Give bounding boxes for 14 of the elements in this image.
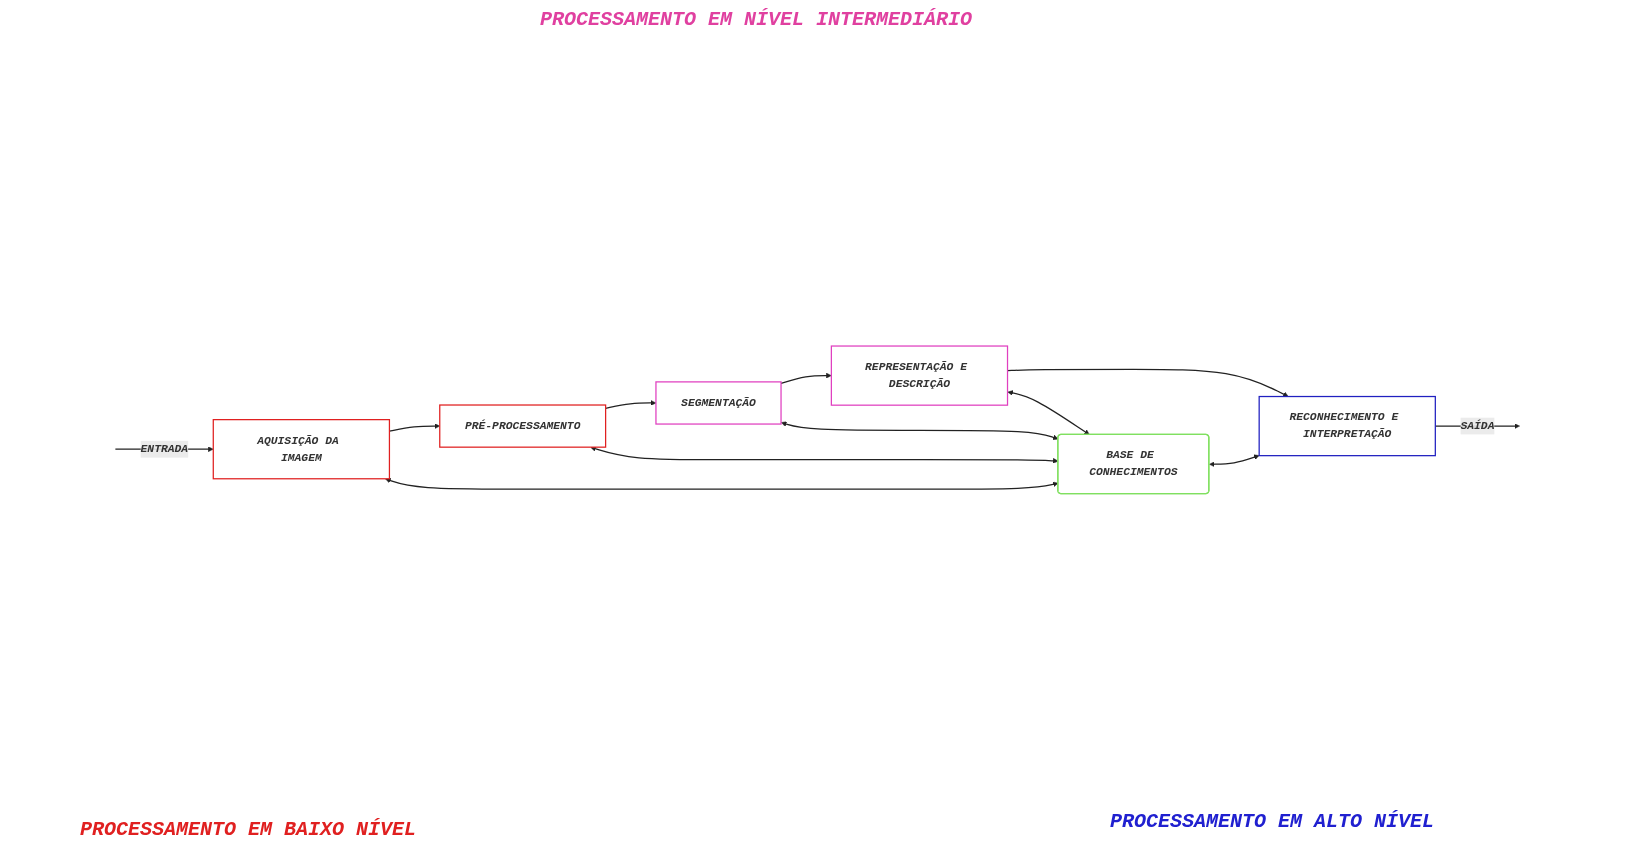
- node-box: REPRESENTAÇÃO E DESCRIÇÃO: [830, 345, 1009, 406]
- arrow: [1209, 454, 1260, 468]
- arrow: [780, 373, 832, 385]
- node-box: AQUISIÇÃO DA IMAGEM: [212, 419, 391, 480]
- edge-label: ENTRADA: [140, 442, 189, 456]
- arrow: [781, 421, 1059, 441]
- node-box: SEGMENTAÇÃO: [655, 381, 782, 425]
- level-caption: PROCESSAMENTO EM NÍVEL INTERMEDIÁRIO: [540, 8, 973, 31]
- level-caption: PROCESSAMENTO EM BAIXO NÍVEL: [80, 818, 417, 841]
- edge-label: SAÍDA: [1460, 419, 1495, 433]
- node-box: RECONHECIMENTO E INTERPRETAÇÃO: [1258, 396, 1436, 457]
- arrow: [1007, 390, 1090, 436]
- level-caption: PROCESSAMENTO EM ALTO NÍVEL: [1110, 810, 1435, 833]
- node-box: PRÉ-PROCESSAMENTO: [439, 404, 607, 448]
